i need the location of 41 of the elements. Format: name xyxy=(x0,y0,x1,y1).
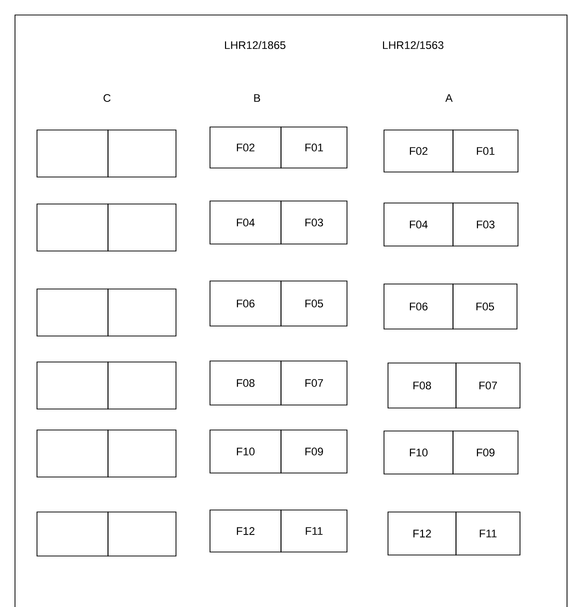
slot-box: F01 xyxy=(280,126,348,168)
code-label: LHR12/1865 xyxy=(225,40,286,50)
slot-box xyxy=(36,130,108,178)
slot-box: F05 xyxy=(452,284,518,330)
slot-box: F09 xyxy=(452,430,518,474)
slot-box: F04 xyxy=(210,200,282,244)
slot-box: F03 xyxy=(280,200,348,244)
slot-box: F01 xyxy=(452,130,518,172)
slot-box: F06 xyxy=(384,284,454,330)
slot-box: F10 xyxy=(210,430,282,474)
slot-box xyxy=(108,512,176,556)
slot-box: F07 xyxy=(456,362,520,408)
slot-box: F02 xyxy=(384,130,454,172)
slot-box xyxy=(36,204,108,252)
slot-box: F03 xyxy=(452,202,518,246)
slot-box: F10 xyxy=(384,430,454,474)
slot-box: F09 xyxy=(280,430,348,474)
slot-box: F07 xyxy=(280,360,348,406)
column-label: C xyxy=(104,94,111,102)
slot-box xyxy=(108,204,176,252)
slot-box xyxy=(108,362,176,410)
code-label: LHR12/1563 xyxy=(383,40,444,50)
column-label: A xyxy=(445,94,453,102)
slot-box xyxy=(108,288,176,336)
column-label: B xyxy=(254,94,260,102)
slot-box xyxy=(36,512,108,556)
slot-box: F04 xyxy=(384,202,454,246)
slot-box: F02 xyxy=(210,126,282,168)
slot-box xyxy=(108,430,176,478)
slot-box: F08 xyxy=(388,362,456,408)
slot-box: F11 xyxy=(456,512,520,556)
slot-box xyxy=(36,430,108,478)
slot-box xyxy=(108,130,176,178)
slot-box: F11 xyxy=(280,510,348,552)
slot-box: F06 xyxy=(210,280,282,326)
slot-box xyxy=(36,362,108,410)
slot-box: F12 xyxy=(210,510,282,552)
slot-box xyxy=(36,288,108,336)
slot-box: F05 xyxy=(280,280,348,326)
slot-box: F12 xyxy=(388,512,456,556)
slot-box: F08 xyxy=(210,360,282,406)
